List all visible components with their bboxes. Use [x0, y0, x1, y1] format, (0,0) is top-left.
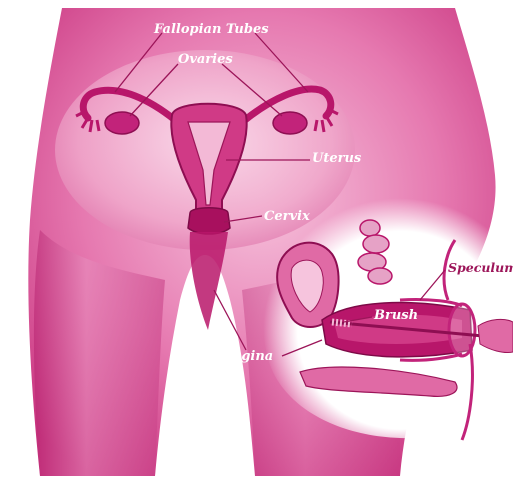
ovary-left — [105, 112, 139, 134]
label-uterus: Uterus — [312, 152, 361, 165]
label-brush: Brush — [374, 309, 418, 322]
label-vagina: Vagina — [224, 350, 273, 363]
label-speculum: Speculum — [448, 262, 513, 275]
label-fallopian-tubes: Fallopian Tubes — [154, 23, 269, 36]
ovary-right — [273, 112, 307, 134]
cervix — [188, 208, 230, 234]
label-ovaries: Ovaries — [178, 53, 233, 66]
label-cervix: Cervix — [264, 210, 310, 223]
